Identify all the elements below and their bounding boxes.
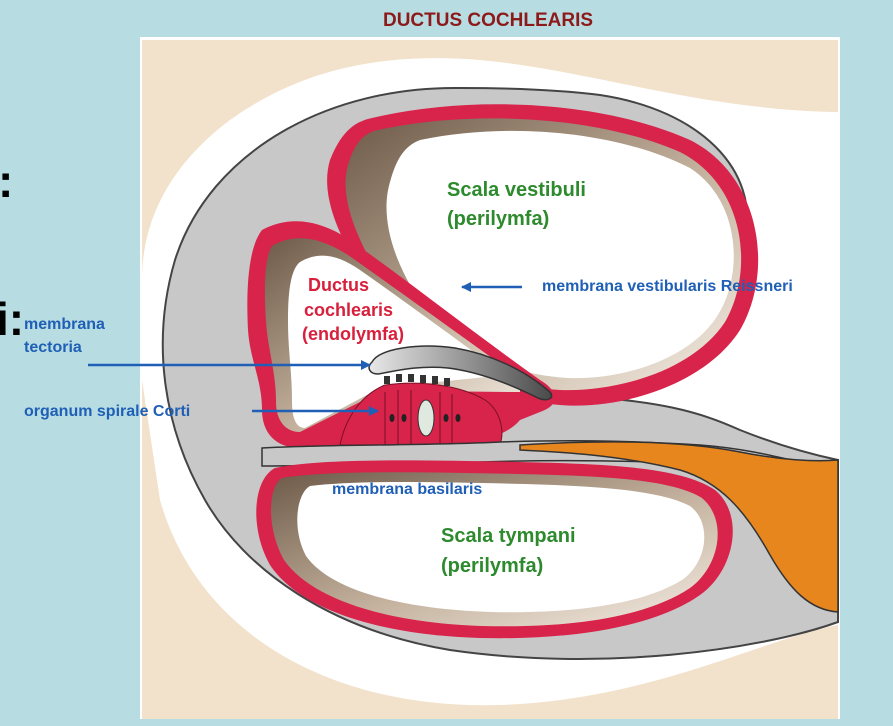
ductus-fluid-label: (endolymfa): [302, 324, 404, 344]
ductus-label-line2: cochlearis: [304, 300, 393, 320]
reissner-membrane-label: membrana vestibularis Reissneri: [542, 278, 793, 295]
scala-vestibuli-fluid-label: (perilymfa): [447, 208, 549, 230]
basilar-membrane-label: membrana basilaris: [332, 481, 482, 498]
scala-tympani-fluid-label: (perilymfa): [441, 555, 543, 577]
tunnel-of-corti: [418, 400, 434, 436]
ductus-label-line1: Ductus: [308, 275, 369, 295]
tectoria-label-line2: tectoria: [24, 339, 82, 356]
scala-tympani-label: Scala tympani: [441, 525, 576, 547]
figure-title: DUCTUS COCHLEARIS: [383, 10, 593, 31]
scala-vestibuli-label: Scala vestibuli: [447, 179, 586, 201]
tectoria-label-line1: membrana: [24, 316, 105, 333]
corti-label: organum spirale Corti: [24, 403, 190, 420]
